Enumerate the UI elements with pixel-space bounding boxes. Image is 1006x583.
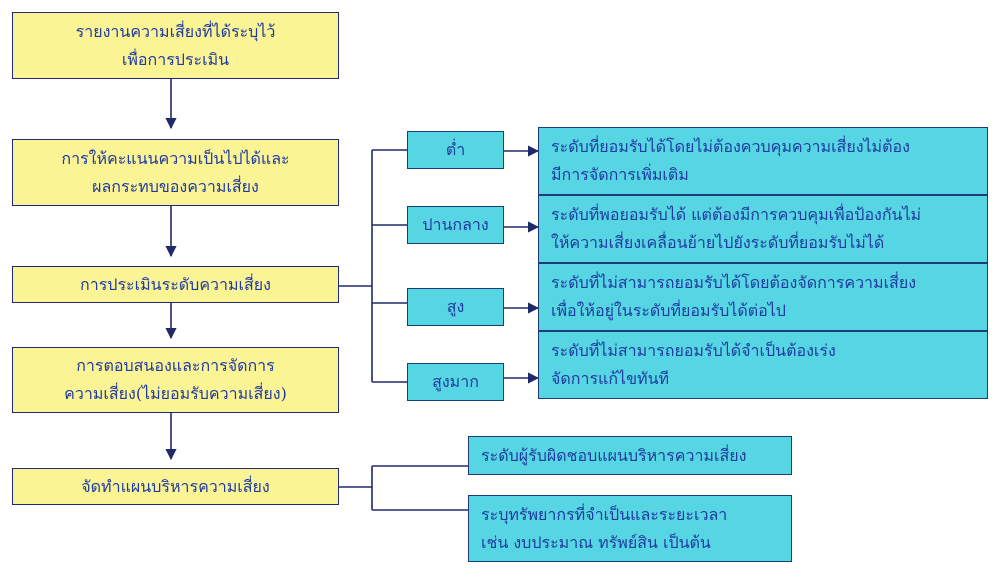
risk-level-high-description: ระดับที่ไม่สามารถยอมรับได้โดยต้องจัดการค… (538, 263, 988, 331)
plan-detail-text: ระบุทรัพยากรที่จำเป็นและระยะเวลา เช่น งบ… (481, 504, 728, 552)
risk-level-very-high: สูงมาก (407, 363, 504, 401)
risk-level-description: ระดับที่ยอมรับได้โดยไม่ต้องควบคุมความเสี… (551, 137, 910, 184)
risk-level-very-high-description: ระดับที่ไม่สามารถยอมรับได้จำเป็นต้องเร่ง… (538, 331, 988, 399)
risk-level-medium: ปานกลาง (407, 206, 504, 244)
plan-detail-text: ระดับผู้รับผิดชอบแผนบริหารความเสี่ยง (481, 445, 747, 465)
risk-level-label: ปานกลาง (422, 215, 489, 234)
risk-level-description: ระดับที่ไม่สามารถยอมรับได้โดยต้องจัดการค… (551, 273, 916, 320)
plan-detail-responsible: ระดับผู้รับผิดชอบแผนบริหารความเสี่ยง (468, 436, 792, 475)
flow-step-scoring: การให้คะแนนความเป็นไปได้และ ผลกระทบของคว… (12, 139, 339, 206)
risk-level-description: ระดับที่พอยอมรับได้ แต่ต้องมีการควบคุมเพ… (551, 205, 922, 252)
flow-step-text: การให้คะแนนความเป็นไปได้และ ผลกระทบของคว… (61, 148, 290, 196)
plan-detail-resources: ระบุทรัพยากรที่จำเป็นและระยะเวลา เช่น งบ… (468, 495, 792, 562)
flow-step-text: จัดทำแผนบริหารความเสี่ยง (81, 476, 270, 496)
flow-step-risk-assessment: การประเมินระดับความเสี่ยง (12, 266, 339, 303)
risk-level-low-description: ระดับที่ยอมรับได้โดยไม่ต้องควบคุมความเสี… (538, 127, 988, 195)
risk-level-description: ระดับที่ไม่สามารถยอมรับได้จำเป็นต้องเร่ง… (551, 341, 836, 388)
risk-level-high: สูง (407, 288, 504, 326)
flow-step-text: การตอบสนองและการจัดการ ความเสี่ยง(ไม่ยอม… (64, 356, 287, 403)
risk-level-label: สูงมาก (432, 372, 479, 391)
flow-step-risk-plan: จัดทำแผนบริหารความเสี่ยง (12, 468, 339, 505)
risk-level-label: สูง (446, 297, 465, 316)
risk-level-medium-description: ระดับที่พอยอมรับได้ แต่ต้องมีการควบคุมเพ… (538, 195, 988, 263)
flow-step-response: การตอบสนองและการจัดการ ความเสี่ยง(ไม่ยอม… (12, 347, 339, 413)
risk-level-low: ต่ำ (407, 131, 504, 169)
flow-step-identified-risks: รายงานความเสี่ยงที่ได้ระบุไว้ เพื่อการปร… (12, 12, 339, 79)
flow-step-text: การประเมินระดับความเสี่ยง (80, 274, 271, 294)
risk-level-label: ต่ำ (445, 140, 466, 159)
flow-step-text: รายงานความเสี่ยงที่ได้ระบุไว้ เพื่อการปร… (75, 21, 276, 69)
